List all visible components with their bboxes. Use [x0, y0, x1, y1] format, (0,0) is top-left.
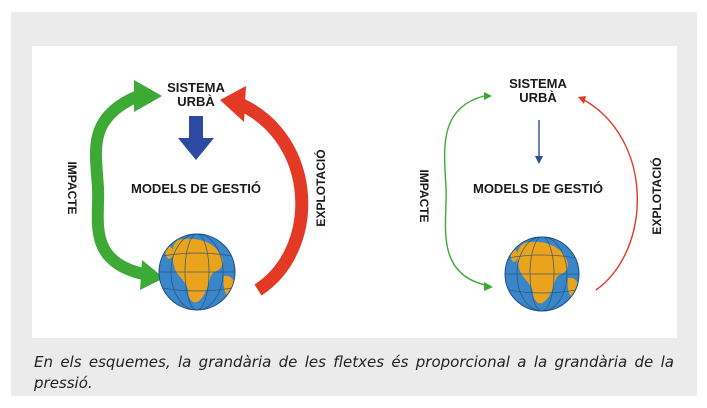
exploitation-arrowhead-small	[578, 96, 586, 104]
impact-arrowhead-bottom-large	[140, 260, 164, 290]
exploitation-arrowhead-large	[220, 86, 246, 122]
top-label-line2: URBÀ	[177, 94, 215, 109]
exploitation-arrow-large	[237, 98, 309, 296]
impact-arrowhead-small	[484, 92, 492, 100]
management-arrowhead-small	[535, 156, 543, 164]
diagram-large-arrows: SISTEMA URBÀ MODELS DE GESTIÓ IMPACTE EX…	[65, 80, 328, 311]
figure-caption: En els esquemes, la grandària de les fle…	[34, 353, 674, 392]
top-label-line1: SISTEMA	[509, 76, 567, 91]
impact-arrow-large	[89, 90, 155, 282]
left-label: IMPACTE	[417, 169, 431, 222]
center-label: MODELS DE GESTIÓ	[473, 181, 603, 196]
earth-globe-icon	[158, 233, 236, 311]
impact-arrow-small	[443, 95, 491, 287]
exploitation-arrow-small	[583, 99, 639, 291]
top-label-line1: SISTEMA	[167, 80, 225, 95]
management-arrow-large	[178, 116, 214, 160]
earth-globe-icon	[504, 236, 580, 312]
right-label: EXPLOTACIÓ	[649, 157, 664, 234]
diagram-small-arrows: SISTEMA URBÀ MODELS DE GESTIÓ IMPACTE EX…	[417, 76, 664, 312]
left-label: IMPACTE	[65, 161, 79, 214]
right-label: EXPLOTACIÓ	[313, 149, 328, 226]
top-label-line2: URBÀ	[519, 90, 557, 105]
impact-arrowhead-bottom-small	[484, 282, 493, 291]
center-label: MODELS DE GESTIÓ	[131, 181, 261, 196]
impact-arrowhead-large	[134, 80, 162, 112]
